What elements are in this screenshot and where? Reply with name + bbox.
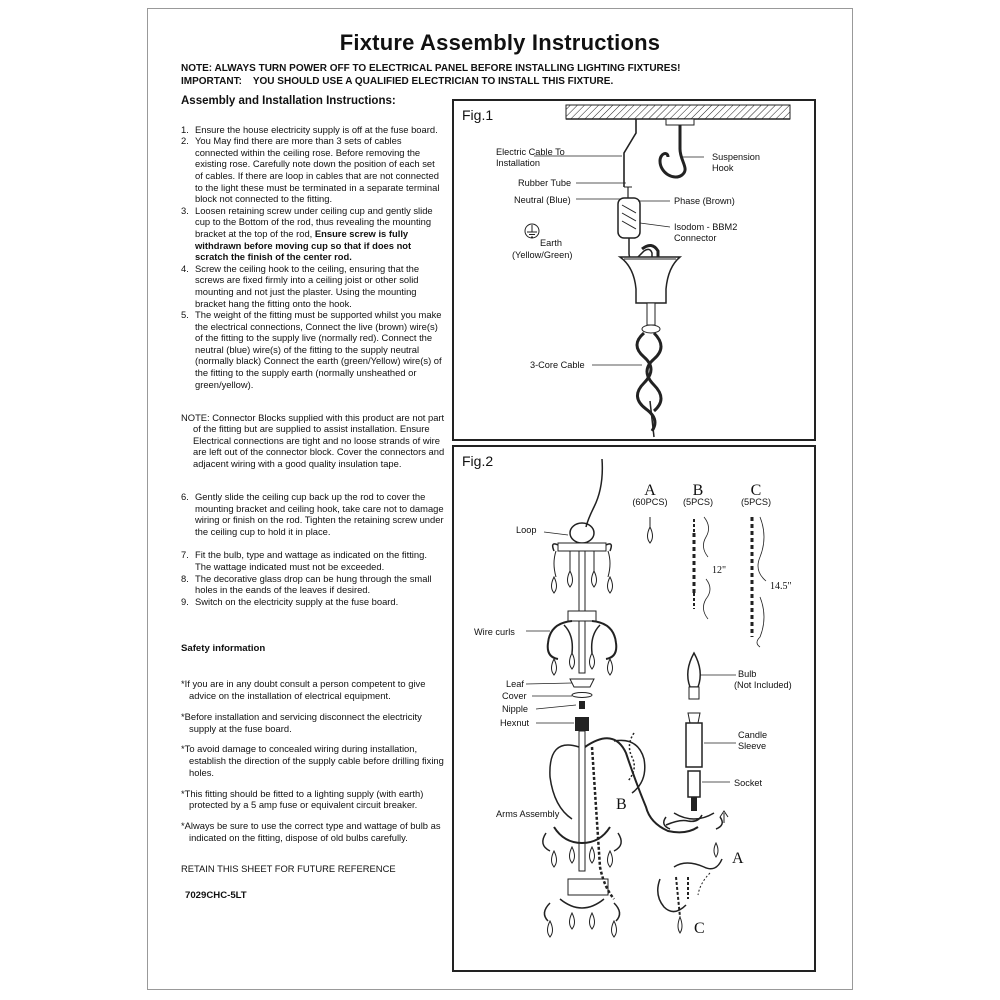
step-1: 1.Ensure the house electricity supply is… — [181, 123, 438, 135]
length-c: 14.5" — [770, 581, 792, 592]
safety-item: *To avoid damage to concealed wiring dur… — [181, 743, 444, 778]
figure-1-label: Fig.1 — [462, 107, 494, 123]
figure-2-label: Fig.2 — [462, 453, 494, 469]
label-wire-curls: Wire curls — [474, 627, 515, 637]
figure-2-diagram: A (60PCS) B (5PCS) C (5PCS) 12" 14.5" — [474, 458, 792, 938]
step-6: 6.Gently slide the ceiling cup back up t… — [181, 491, 444, 537]
label-3-core-cable: 3-Core Cable — [530, 360, 585, 370]
step-3-warning: Ensure screw is fully withdrawn before m… — [195, 227, 412, 263]
length-b: 12" — [712, 565, 726, 576]
hook-plate — [665, 118, 695, 126]
chandelier-top-tier — [551, 458, 613, 612]
candle-assembly — [663, 651, 723, 830]
cable-from-ceiling — [623, 119, 637, 187]
callout-a: A — [732, 850, 744, 867]
step-8: 8.The decorative glass drop can be hung … — [181, 572, 432, 596]
instruction-sheet — [147, 8, 853, 990]
step-5: 5.The weight of the fitting must be supp… — [181, 309, 442, 390]
arms-assembly — [542, 730, 729, 938]
retain-notice: RETAIN THIS SHEET FOR FUTURE REFERENCE — [181, 862, 396, 874]
figure-1-panel: Fig.1 Electric Cable To — [452, 99, 816, 441]
part-c-letter: C — [751, 482, 762, 499]
label-hexnut: Hexnut — [500, 718, 530, 728]
model-code: 7029CHC-5LT — [185, 890, 247, 902]
step-3: 3.Loosen retaining screw under ceiling c… — [181, 204, 433, 263]
center-rod — [646, 302, 656, 326]
label-not-included: (Not Included) — [734, 680, 792, 690]
callout-b: B — [616, 796, 627, 813]
figure-2-panel: Fig.2 A (60PCS) B (5PCS) C (5PCS) 12" 14… — [452, 445, 816, 972]
isodom-connector — [617, 197, 641, 239]
label-suspension: Suspension — [712, 152, 760, 162]
label-candle: Candle — [738, 730, 767, 740]
label-loop: Loop — [516, 525, 536, 535]
safety-item: *If you are in any doubt consult a perso… — [181, 678, 426, 701]
glass-drop-a — [647, 517, 653, 544]
label-isodom: Isodom - BBM2 — [674, 222, 737, 232]
safety-item: *This fitting should be fitted to a ligh… — [181, 787, 424, 811]
part-b-qty: (5PCS) — [683, 497, 713, 507]
label-arms-assembly: Arms Assembly — [496, 809, 560, 819]
part-a-letter: A — [644, 482, 656, 499]
label-yellow-green: (Yellow/Green) — [512, 250, 572, 260]
step-4: 4.Screw the ceiling hook to the ceiling,… — [181, 262, 420, 309]
label-earth: Earth — [540, 238, 562, 248]
label-bulb: Bulb — [738, 669, 756, 679]
part-c-qty: (5PCS) — [741, 497, 771, 507]
safety-item: *Before installation and servicing disco… — [181, 710, 422, 734]
page-title: Fixture Assembly Instructions — [339, 30, 661, 55]
label-nipple: Nipple — [502, 704, 528, 714]
safety-item: *Always be sure to use the correct type … — [181, 820, 441, 843]
important-note: IMPORTANT: YOU SHOULD USE A QUALIFIED EL… — [181, 76, 614, 87]
part-a-qty: (60PCS) — [632, 497, 667, 507]
earth-symbol — [524, 223, 540, 239]
label-rubber-tube: Rubber Tube — [518, 178, 571, 188]
label-installation: Installation — [496, 158, 540, 168]
label-electric-cable: Electric Cable To — [496, 147, 565, 157]
mounting-bracket — [641, 244, 660, 261]
chandelier-mid-tier — [546, 610, 618, 731]
label-connector: Connector — [674, 233, 716, 243]
ceiling-cup — [617, 256, 683, 304]
label-sleeve: Sleeve — [738, 741, 766, 751]
instructions-heading: Assembly and Installation Instructions: — [181, 95, 396, 107]
label-phase: Phase (Brown) — [674, 196, 735, 206]
chain-c — [750, 516, 767, 648]
instructions-column: Assembly and Installation Instructions: … — [181, 95, 445, 902]
step-7: 7.Fit the bulb, type and wattage as indi… — [181, 549, 427, 572]
part-b-letter: B — [693, 482, 704, 499]
ceiling-hatch — [565, 104, 791, 120]
callout-c: C — [694, 920, 705, 937]
label-neutral: Neutral (Blue) — [514, 195, 571, 205]
figure-1-diagram: Electric Cable To Installation Suspensio… — [496, 104, 791, 438]
label-leaf: Leaf — [506, 679, 524, 689]
connector-note: NOTE: Connector Blocks supplied with thi… — [181, 411, 445, 470]
label-cover: Cover — [502, 691, 527, 701]
safety-heading: Safety information — [181, 643, 266, 655]
chain-b — [692, 516, 711, 620]
power-off-note: NOTE: ALWAYS TURN POWER OFF TO ELECTRICA… — [181, 63, 681, 74]
label-hook: Hook — [712, 163, 734, 173]
label-socket: Socket — [734, 778, 763, 788]
step-9: 9.Switch on the electricity supply at th… — [181, 595, 399, 607]
step-2: 2.You May find there are more than 3 set… — [181, 135, 440, 205]
suspension-hook — [658, 125, 687, 179]
